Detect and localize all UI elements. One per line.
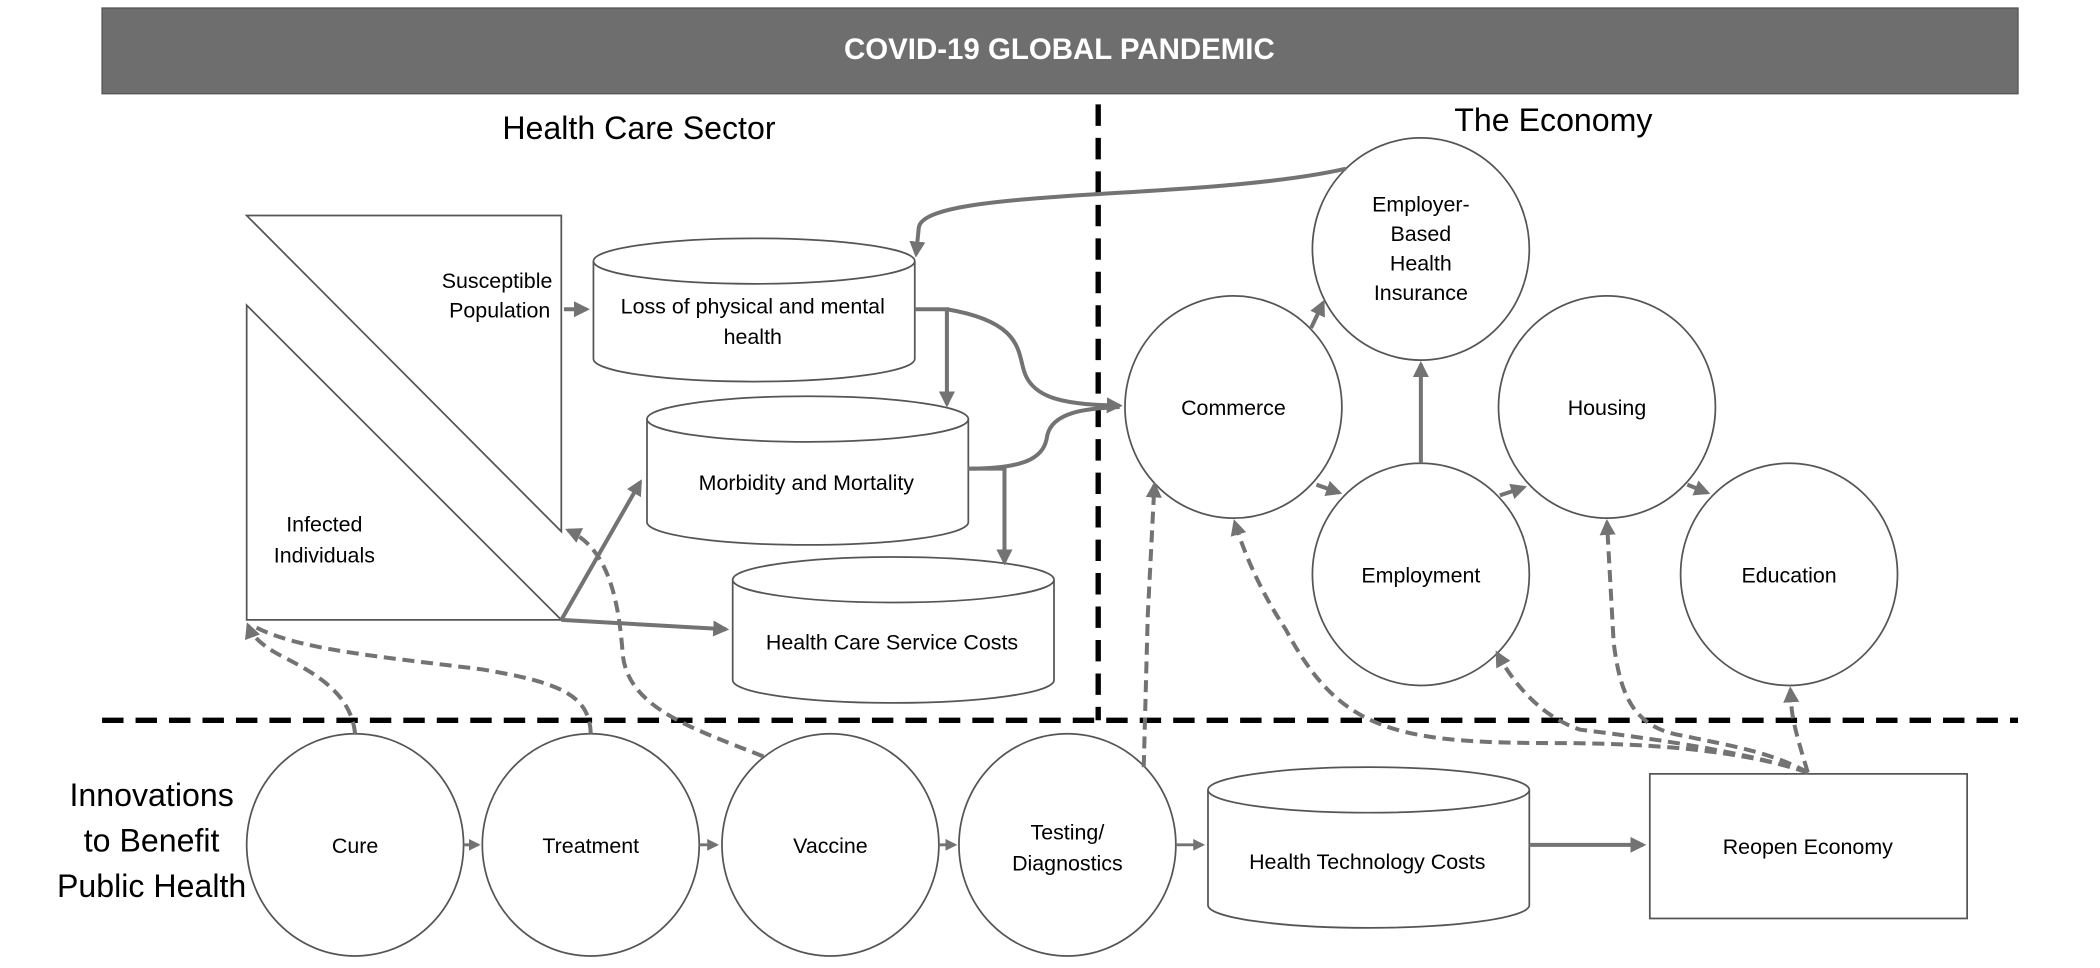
banner-background — [101, 7, 2019, 95]
health-technology-costs-cylinder: Health Technology Costs — [1207, 766, 1531, 929]
dashed-reopen-to-commerce — [1230, 519, 1809, 775]
reopen-economy-node: Reopen Economy — [1648, 772, 1968, 920]
dashed-reopen-to-housing — [1599, 518, 1809, 775]
arrow-insurance-to-loss — [909, 166, 1347, 258]
section-economy: The Economy — [1454, 102, 1652, 138]
morbidity-mortality-cylinder: Morbidity and Mortality — [646, 395, 970, 546]
housing-node: Housing — [1497, 295, 1717, 520]
dashed-arrows — [245, 481, 1810, 775]
arrow-infected-to-service-costs — [561, 617, 730, 637]
testing-label-2: Diagnostics — [1012, 851, 1123, 875]
banner-title: COVID-19 GLOBAL PANDEMIC — [844, 33, 1275, 66]
education-node: Education — [1679, 462, 1899, 687]
employer-label-1: Employer- — [1372, 193, 1470, 217]
housing-label: Housing — [1568, 396, 1647, 420]
section-health-care: Health Care Sector — [502, 110, 775, 146]
testing-diagnostics-node: Testing/ Diagnostics — [958, 732, 1177, 957]
employment-label: Employment — [1361, 563, 1480, 587]
innovations-line-3: Public Health — [57, 868, 246, 904]
employer-label-2: Based — [1391, 222, 1452, 246]
arrow-infected-to-morbidity — [559, 479, 643, 621]
education-label: Education — [1741, 563, 1836, 587]
testing-label-1: Testing/ — [1031, 820, 1105, 844]
dashed-vaccine-to-susceptible — [565, 528, 765, 759]
dashed-reopen-to-education — [1783, 686, 1810, 774]
tech-costs-label: Health Technology Costs — [1249, 850, 1485, 874]
employment-node: Employment — [1311, 462, 1531, 687]
arrow-loss-to-morbidity — [914, 307, 955, 408]
vaccine-label: Vaccine — [793, 834, 868, 858]
cure-node: Cure — [245, 732, 465, 957]
employer-insurance-node: Employer- Based Health Insurance — [1311, 137, 1531, 362]
arrow-housing-to-education — [1686, 480, 1711, 496]
susceptible-label-1: Susceptible — [442, 269, 553, 293]
dashed-reopen-to-employment — [1495, 650, 1809, 775]
cure-label: Cure — [332, 834, 378, 858]
vaccine-node: Vaccine — [721, 732, 940, 957]
treatment-node: Treatment — [481, 732, 701, 957]
arrow-morbidity-to-service-costs — [968, 466, 1013, 566]
section-innovations: Innovations to Benefit Public Health — [57, 777, 246, 904]
arrow-morbidity-to-commerce — [968, 405, 1120, 471]
commerce-label: Commerce — [1181, 396, 1286, 420]
arrow-commerce-to-employment — [1315, 480, 1343, 497]
population-shape: Susceptible Population Infected Individu… — [244, 214, 564, 621]
service-costs-label: Health Care Service Costs — [766, 630, 1018, 654]
dashed-testing-to-commerce — [1141, 481, 1162, 768]
employer-label-4: Insurance — [1374, 281, 1468, 305]
loss-label-1: Loss of physical and mental — [621, 294, 885, 318]
reopen-label: Reopen Economy — [1723, 835, 1893, 859]
susceptible-label-2: Population — [449, 298, 550, 322]
infected-label-2: Individuals — [274, 543, 375, 567]
innovations-line-2: to Benefit — [84, 823, 220, 859]
employer-label-3: Health — [1390, 251, 1452, 275]
loss-of-health-cylinder: Loss of physical and mental health — [592, 237, 916, 383]
health-care-service-costs-cylinder: Health Care Service Costs — [731, 556, 1055, 704]
treatment-label: Treatment — [542, 834, 639, 858]
title-banner: COVID-19 GLOBAL PANDEMIC — [101, 7, 2019, 95]
innovations-line-1: Innovations — [69, 777, 233, 813]
arrow-employment-to-housing — [1499, 483, 1528, 500]
infected-individuals-shape — [245, 303, 564, 621]
solid-arrows — [463, 166, 1711, 853]
arrow-commerce-to-insurance — [1309, 299, 1325, 329]
dashed-cure-to-infected — [245, 622, 358, 734]
loss-label-2: health — [724, 325, 782, 349]
commerce-node: Commerce — [1124, 295, 1343, 520]
dashed-treatment-to-infected — [251, 623, 593, 734]
infected-label-1: Infected — [286, 513, 362, 537]
arrow-loss-to-commerce — [946, 307, 1123, 414]
susceptible-population-shape — [244, 214, 563, 534]
morbidity-label: Morbidity and Mortality — [699, 471, 915, 495]
